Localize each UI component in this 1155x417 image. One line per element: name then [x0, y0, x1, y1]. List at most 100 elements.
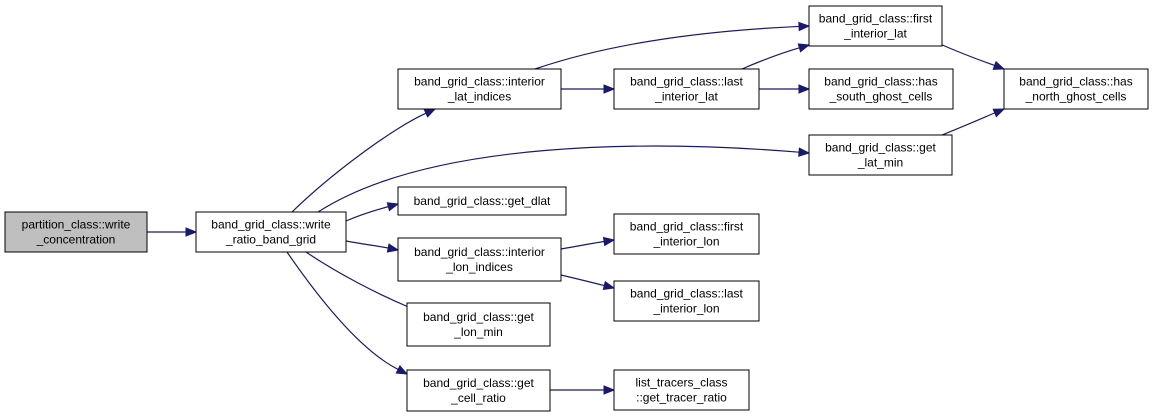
node-get-lat-min[interactable]: band_grid_class::get_lat_min [808, 134, 953, 176]
node-label: band_grid_class::has [1019, 75, 1132, 89]
node-interior-lat-indices[interactable]: band_grid_class::interior_lat_indices [397, 68, 562, 110]
node-box [808, 5, 943, 47]
edge-get_lat_min-to-has_north_ghost_cells [941, 108, 1006, 136]
node-label: _north_ghost_cells [1025, 90, 1127, 104]
edge-line [941, 112, 996, 136]
edge-get_cell_ratio-to-get_tracer_ratio [550, 385, 616, 395]
edge-line [345, 240, 389, 249]
edge-line [560, 240, 605, 250]
node-label: _interior_lat [843, 27, 907, 41]
node-label: band_grid_class::get_dlat [414, 194, 551, 208]
arrowhead [798, 21, 811, 32]
node-box [406, 369, 551, 412]
node-label: _lon_indices [445, 260, 513, 274]
node-get-cell-ratio[interactable]: band_grid_class::get_cell_ratio [406, 369, 551, 412]
node-label: band_grid_class::last [630, 287, 743, 301]
node-write-ratio-band-grid[interactable]: band_grid_class::write_ratio_band_grid [195, 211, 347, 253]
edge-line [741, 47, 800, 70]
edge-write_ratio_band_grid-to-get_cell_ratio [286, 251, 409, 375]
arrowhead [395, 365, 409, 375]
arrowhead [386, 243, 400, 253]
node-label: _concentration [36, 233, 116, 247]
arrowhead [797, 43, 811, 53]
edge-line [305, 251, 410, 308]
node-get-lon-min[interactable]: band_grid_class::get_lon_min [406, 302, 551, 347]
node-box [1003, 68, 1149, 110]
edge-line [939, 43, 995, 67]
node-box [613, 68, 760, 110]
arrowhead [185, 227, 198, 237]
node-label: band_grid_class::write [211, 218, 331, 232]
node-label: band_grid_class::get [423, 376, 534, 390]
edge-line [560, 274, 605, 287]
node-box [808, 68, 954, 110]
edge-write_ratio_band_grid-to-get_lat_min [317, 145, 811, 213]
node-box [4, 211, 148, 253]
edge-write_ratio_band_grid-to-interior_lon_indices [345, 240, 400, 253]
node-label: band_grid_class::interior [414, 75, 545, 89]
node-label: _interior_lon [652, 235, 719, 249]
edge-write_concentration-to-write_ratio_band_grid [146, 227, 198, 237]
edge-write_ratio_band_grid-to-get_dlat [345, 202, 400, 222]
node-has-south-ghost-cells[interactable]: band_grid_class::has_south_ghost_cells [808, 68, 954, 110]
arrowhead [798, 84, 811, 94]
edge-last_interior_lat-to-first_interior_lat [741, 43, 811, 70]
arrowhead [992, 60, 1006, 70]
node-label: band_grid_class::interior [414, 245, 545, 259]
node-box [397, 68, 562, 110]
edge-interior_lon_indices-to-last_interior_lon [560, 274, 616, 291]
arrowhead [798, 147, 811, 157]
node-label: _ratio_band_grid [225, 233, 316, 247]
node-label: _lat_min [857, 156, 903, 170]
edge-line [286, 251, 399, 370]
edge-interior_lon_indices-to-first_interior_lon [560, 236, 616, 250]
node-first-interior-lat[interactable]: band_grid_class::first_interior_lat [808, 5, 943, 47]
edge-line [345, 206, 389, 222]
edges-layer [146, 21, 1006, 395]
node-box [808, 134, 953, 176]
arrowhead [602, 236, 616, 247]
edge-line [291, 112, 427, 213]
node-first-interior-lon[interactable]: band_grid_class::first_interior_lon [613, 213, 760, 255]
node-label: _lat_indices [447, 90, 511, 104]
node-last-interior-lon[interactable]: band_grid_class::last_interior_lon [613, 280, 760, 322]
node-get-dlat[interactable]: band_grid_class::get_dlat [397, 186, 567, 216]
edge-interior_lat_indices-to-last_interior_lat [561, 84, 616, 94]
node-box [613, 369, 750, 411]
node-label: ::get_tracer_ratio [636, 391, 727, 405]
arrowhead [386, 202, 400, 212]
node-box [195, 211, 347, 253]
arrowhead [602, 280, 616, 291]
node-interior-lon-indices[interactable]: band_grid_class::interior_lon_indices [397, 237, 562, 282]
node-label: _south_ghost_cells [829, 90, 933, 104]
node-get-tracer-ratio[interactable]: list_tracers_class::get_tracer_ratio [613, 369, 750, 411]
arrowhead [603, 84, 616, 94]
node-last-interior-lat[interactable]: band_grid_class::last_interior_lat [613, 68, 760, 110]
node-label: _cell_ratio [450, 391, 506, 405]
node-label: band_grid_class::first [819, 12, 933, 26]
node-box [397, 237, 562, 282]
edge-first_interior_lat-to-has_north_ghost_cells [939, 43, 1006, 70]
node-box [613, 213, 760, 255]
node-label: partition_class::write [22, 218, 131, 232]
node-box [397, 186, 567, 216]
edge-line [534, 25, 800, 70]
node-label: list_tracers_class [635, 376, 727, 390]
nodes-layer: partition_class::write_concentrationband… [4, 5, 1149, 412]
node-label: band_grid_class::has [824, 75, 937, 89]
node-has-north-ghost-cells[interactable]: band_grid_class::has_north_ghost_cells [1003, 68, 1149, 110]
node-box [406, 302, 551, 347]
node-label: band_grid_class::last [630, 75, 743, 89]
edge-line [317, 145, 800, 213]
node-box [613, 280, 760, 322]
edge-last_interior_lat-to-has_south_ghost_cells [759, 84, 811, 94]
node-label: _interior_lat [654, 90, 718, 104]
node-label: _interior_lon [652, 302, 719, 316]
edge-interior_lat_indices-to-first_interior_lat [534, 21, 811, 70]
arrowhead [992, 108, 1006, 118]
node-write-concentration[interactable]: partition_class::write_concentration [4, 211, 148, 253]
node-label: band_grid_class::get [423, 310, 534, 324]
arrowhead [603, 385, 616, 395]
node-label: _lon_min [453, 325, 503, 339]
